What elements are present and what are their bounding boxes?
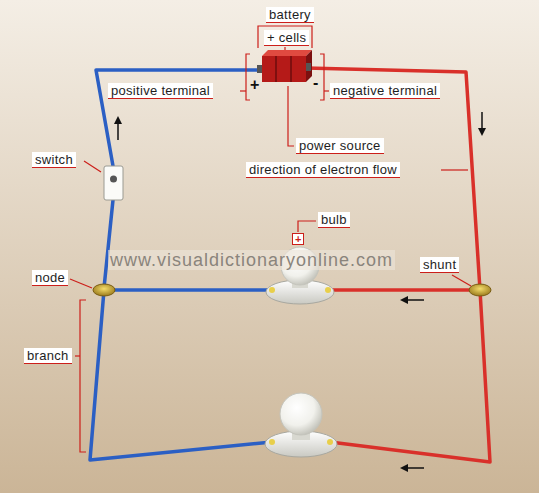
- leader-lines: [70, 26, 471, 452]
- leader-line: [84, 161, 101, 172]
- wires: [90, 68, 490, 462]
- leader-line: [452, 275, 471, 286]
- blue-wire: [90, 290, 272, 460]
- flow-arrow: [114, 116, 122, 124]
- battery-front: [262, 56, 306, 82]
- bulb-symbol: [265, 393, 337, 457]
- part-label: bulb: [318, 212, 350, 228]
- flow-arrow: [400, 296, 408, 304]
- blue-wire: [104, 200, 113, 288]
- part-label: positive terminal: [108, 83, 213, 99]
- red-wire: [328, 288, 480, 292]
- polarity-sign-text: +: [250, 77, 259, 93]
- cell-divider: [275, 56, 277, 82]
- polarity-sign-text: -: [313, 75, 318, 91]
- polarity-sign: -: [313, 75, 318, 91]
- part-label: branch: [24, 348, 72, 364]
- flow-arrow: [406, 299, 424, 301]
- bracket: [320, 54, 324, 100]
- leader-line: [441, 169, 468, 170]
- part-label-text: branch: [24, 348, 72, 364]
- junction: [469, 284, 491, 296]
- part-label: negative terminal: [330, 83, 440, 99]
- polarity-sign-text: +: [292, 233, 304, 245]
- switch-symbol: [104, 166, 123, 200]
- leader-line: [284, 47, 285, 50]
- bulb-terminal: [327, 439, 333, 445]
- leader-line: [298, 221, 316, 232]
- leader-line: [324, 90, 329, 91]
- flow-arrow: [400, 464, 408, 472]
- flow-arrow: [481, 112, 483, 130]
- bracket: [246, 54, 250, 100]
- polarity-sign: +: [292, 233, 304, 245]
- red-wire: [330, 290, 490, 462]
- junction: [93, 284, 115, 296]
- part-label-text: shunt: [420, 257, 459, 273]
- flow-arrow: [478, 128, 486, 136]
- watermark: www.visualdictionaryonline.com: [108, 250, 395, 270]
- part-label-text: positive terminal: [108, 83, 213, 99]
- bracket: [80, 300, 86, 452]
- flow-arrow: [406, 467, 424, 469]
- bracket: [258, 26, 312, 48]
- flow-arrow: [117, 122, 119, 140]
- battery-side: [306, 50, 312, 82]
- watermark-text: www.visualdictionaryonline.com: [108, 250, 395, 270]
- part-label: + cells: [264, 30, 309, 46]
- bulb-terminal: [325, 287, 331, 293]
- part-label-text: + cells: [264, 30, 309, 46]
- leader-line: [288, 86, 294, 146]
- polarity-sign: +: [250, 77, 259, 93]
- battery-symbol: [257, 50, 312, 82]
- part-label: shunt: [420, 257, 459, 273]
- part-label-text: switch: [32, 152, 76, 168]
- flow-arrows: [114, 112, 486, 472]
- cell-divider: [290, 56, 292, 82]
- terminal-cap: [257, 65, 262, 73]
- part-label-text: battery: [266, 7, 314, 23]
- part-label-text: bulb: [318, 212, 350, 228]
- part-label-text: power source: [296, 138, 384, 154]
- battery-top: [262, 50, 312, 56]
- leader-line: [240, 90, 246, 91]
- part-label: node: [32, 270, 68, 286]
- leader-line: [75, 355, 80, 356]
- part-label-text: direction of electron flow: [246, 162, 400, 178]
- blue-wire: [104, 288, 270, 292]
- leader-line: [70, 279, 92, 288]
- part-label: switch: [32, 152, 76, 168]
- switch-body: [104, 166, 123, 200]
- bulb-globe: [280, 393, 322, 435]
- terminal-cap: [306, 63, 311, 71]
- part-label: direction of electron flow: [246, 162, 400, 178]
- part-label-text: node: [32, 270, 68, 286]
- part-label: battery: [266, 7, 314, 23]
- part-label-text: negative terminal: [330, 83, 440, 99]
- switch-knob: [110, 176, 117, 183]
- bulb-terminal: [269, 287, 275, 293]
- bulb-terminal: [269, 439, 275, 445]
- blue-wire: [96, 70, 262, 166]
- part-label: power source: [296, 138, 384, 154]
